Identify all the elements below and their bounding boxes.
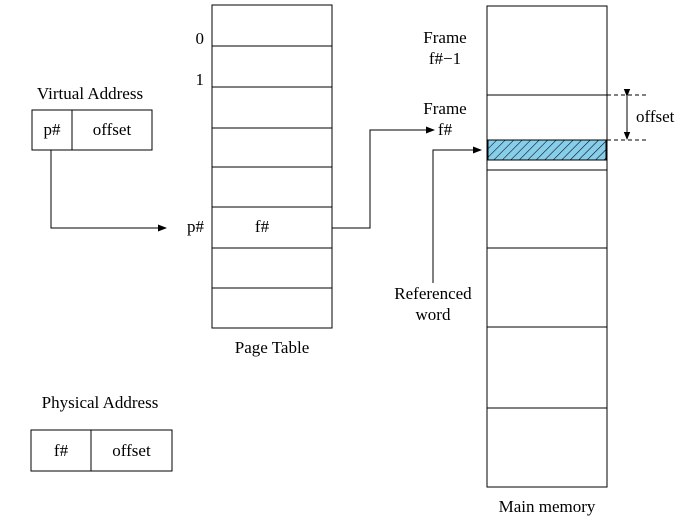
page-table-shape [211, 4, 333, 329]
physical-address-offset-field: offset [112, 441, 151, 460]
virtual-address-page-number-field: p# [43, 120, 61, 139]
page-table-selected-index-label: p# [187, 217, 204, 236]
physical-address-frame-number-field: f# [53, 441, 69, 460]
frame-f-minus-1-label-line2: f#−1 [428, 49, 462, 68]
page-table-index-1: 1 [195, 70, 205, 89]
referenced-word-cell-shape [487, 139, 607, 161]
virtual-address-offset-field: offset [92, 120, 132, 139]
referenced-word-label-line1: Referenced [394, 284, 472, 303]
physical-address-caption: Physical Address [41, 393, 159, 412]
page-table-index-0: 0 [195, 29, 205, 48]
virtual-address-box-shape [31, 109, 153, 151]
frame-f-label-line2: f# [437, 120, 453, 139]
physical-address-box-shape [30, 429, 173, 472]
main-memory-caption: Main memory [498, 497, 596, 516]
frame-f-label-line1: Frame [423, 99, 467, 118]
page-table-caption: Page Table [234, 338, 310, 357]
offset-measure-label: offset [636, 107, 675, 126]
frame-f-minus-1-label-line1: Frame [423, 28, 467, 47]
virtual-address-caption: Virtual Address [36, 84, 144, 103]
offset-measure-shape [607, 89, 648, 141]
referenced-word-label-line2: word [415, 305, 451, 324]
connector-pagetable-to-frame [332, 126, 435, 229]
connector-va-to-pagetable [50, 150, 167, 232]
main-memory-shape [486, 5, 608, 488]
page-table-entry-frame-number: f# [254, 217, 270, 236]
connector-referenced-word [432, 146, 482, 283]
